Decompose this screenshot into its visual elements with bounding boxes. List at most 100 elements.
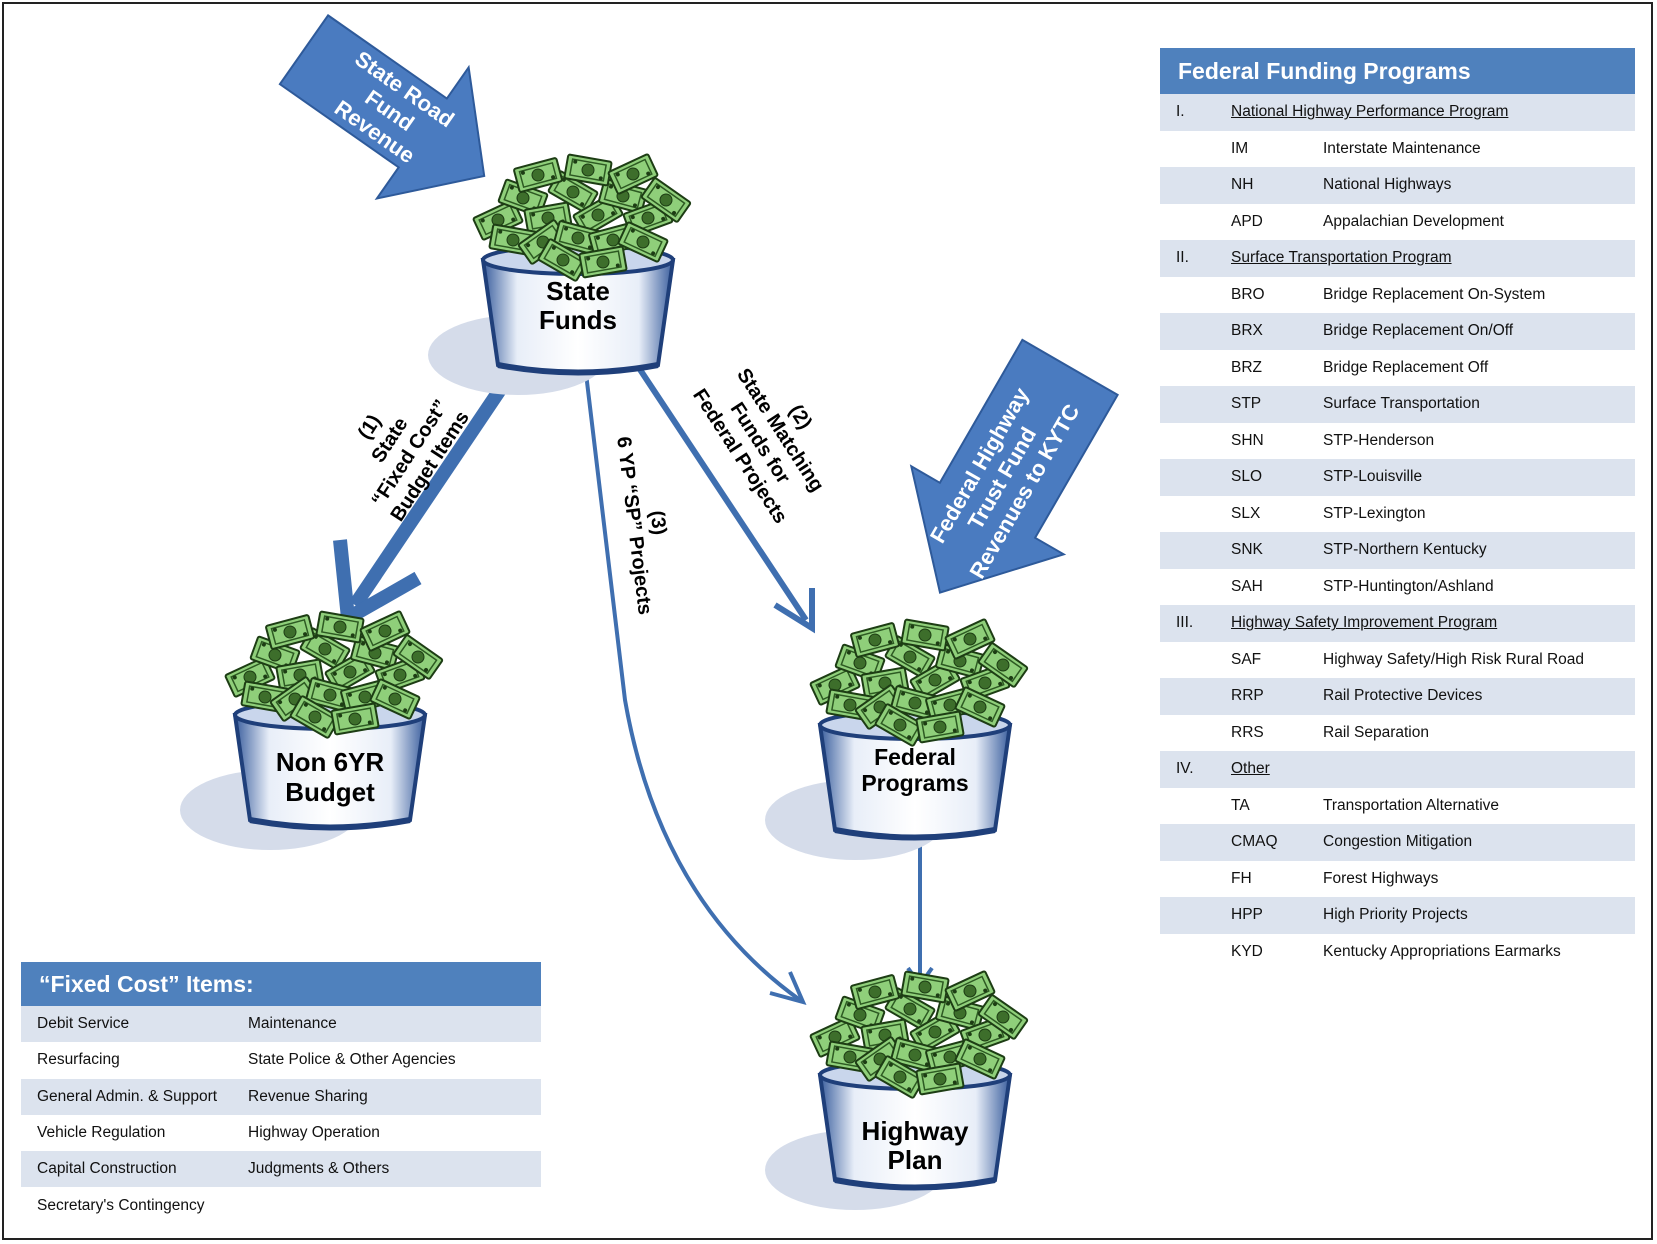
program-name: Transportation Alternative [1323, 796, 1500, 814]
non6yr-label-2: Budget [285, 777, 375, 807]
program-name: High Priority Projects [1323, 906, 1468, 924]
state-funds-label-1: State [546, 276, 610, 306]
program-code: TA [1231, 796, 1250, 814]
bucket-state-funds: State Funds [428, 154, 691, 395]
program-code: NH [1231, 176, 1254, 194]
state-funds-label-2: Funds [539, 305, 617, 335]
section-title: National Highway Performance Program [1231, 103, 1509, 121]
fixed-cost-row: Secretary's Contingency [21, 1187, 541, 1224]
program-name: STP-Lexington [1323, 504, 1426, 522]
federal-program-row: FH Forest Highways [1160, 860, 1635, 897]
federal-trust-arrow: Federal Highway Trust Fund Revenues to K… [909, 338, 1119, 594]
fixed-cost-item: Judgments & Others [248, 1160, 390, 1178]
program-code: SAF [1231, 650, 1262, 668]
section-title: Highway Safety Improvement Program [1231, 614, 1498, 632]
row-number: I. [1176, 103, 1185, 121]
federal-section-row: I. National Highway Performance Program [1160, 94, 1635, 131]
fixed-cost-row: General Admin. & Support Revenue Sharing [21, 1078, 541, 1115]
federal-program-row: KYD Kentucky Appropriations Earmarks [1160, 933, 1635, 970]
program-name: Forest Highways [1323, 869, 1439, 887]
program-name: Appalachian Development [1323, 212, 1504, 230]
federal-section-row: IV.Other [1160, 751, 1635, 788]
program-name: STP-Louisville [1323, 468, 1423, 486]
program-name: STP-Huntington/Ashland [1323, 577, 1494, 595]
program-name: Congestion Mitigation [1323, 833, 1473, 851]
program-name: Rail Protective Devices [1323, 687, 1483, 705]
row-number: II. [1176, 249, 1189, 267]
program-name: National Highways [1323, 176, 1452, 194]
non6yr-label-1: Non 6YR [276, 747, 385, 777]
fixed-table-title: “Fixed Cost” Items: [21, 962, 541, 1006]
federal-program-row: SAH STP-Huntington/Ashland [1160, 568, 1635, 605]
program-name: Bridge Replacement On/Off [1323, 322, 1514, 340]
federal-program-row: SLX STP-Lexington [1160, 495, 1635, 532]
federal-funding-table: Federal Funding Programs I. National High… [1160, 48, 1635, 970]
federal-program-row: SAF Highway Safety/High Risk Rural Road [1160, 641, 1635, 678]
program-code: FH [1231, 869, 1252, 887]
program-code: BRO [1231, 285, 1265, 303]
flow-label-3: (3) 6 YP “SP” Projects [612, 435, 670, 616]
fixed-cost-item: Debit Service [37, 1015, 130, 1033]
program-code: SNK [1231, 541, 1263, 559]
row-number: III. [1176, 614, 1194, 632]
program-name: Interstate Maintenance [1323, 139, 1481, 157]
highway-label-1: Highway [862, 1116, 969, 1146]
state-road-revenue-arrow: State Road Fund Revenue [278, 13, 486, 200]
bucket-federal-programs: Federal Programs [765, 619, 1028, 860]
federal-program-row: SHN STP-Henderson [1160, 422, 1635, 459]
program-code: SAH [1231, 577, 1263, 595]
program-code: SLO [1231, 468, 1263, 486]
fixed-cost-item: Revenue Sharing [248, 1087, 368, 1105]
program-name: STP-Henderson [1323, 431, 1435, 449]
fixed-cost-item: Highway Operation [248, 1124, 380, 1142]
program-code: STP [1231, 395, 1262, 413]
flow-label-1: (1) State “Fixed Cost” Budget Items [354, 396, 474, 525]
fixed-cost-row: Resurfacing State Police & Other Agencies [21, 1042, 541, 1079]
highway-label-2: Plan [888, 1145, 943, 1175]
federal-label-1: Federal [874, 744, 956, 770]
program-code: BRX [1231, 322, 1263, 340]
flow-arrow-2 [632, 360, 815, 634]
federal-label-2: Programs [861, 770, 968, 796]
program-code: SHN [1231, 431, 1264, 449]
federal-table-title: Federal Funding Programs [1160, 48, 1635, 94]
program-name: Kentucky Appropriations Earmarks [1323, 942, 1561, 960]
federal-program-row: NH National Highways [1160, 167, 1635, 204]
federal-section-row: III. Highway Safety Improvement Program [1160, 605, 1635, 642]
fixed-cost-row: Vehicle Regulation Highway Operation [21, 1114, 541, 1152]
program-code: KYD [1231, 942, 1263, 960]
federal-program-row: IM Interstate Maintenance [1160, 130, 1635, 167]
fixed-cost-item: General Admin. & Support [37, 1087, 218, 1105]
program-code: IM [1231, 139, 1249, 157]
program-code: SLX [1231, 504, 1261, 522]
fixed-cost-item: Resurfacing [37, 1051, 120, 1069]
fixed-cost-row: Capital Construction Judgments & Others [21, 1151, 541, 1188]
fixed-cost-item: Vehicle Regulation [37, 1124, 166, 1142]
program-name: Rail Separation [1323, 723, 1429, 741]
flow-label-2: (2) State Matching Funds for Federal Pro… [688, 365, 828, 528]
program-code: CMAQ [1231, 833, 1278, 851]
federal-program-row: TA Transportation Alternative [1160, 787, 1635, 824]
bucket-highway-plan: Highway Plan [765, 971, 1028, 1210]
fixed-cost-item: Secretary's Contingency [37, 1196, 205, 1214]
program-code: RRS [1231, 723, 1264, 741]
section-title: Surface Transportation Program [1231, 249, 1452, 267]
federal-section-row: II. Surface Transportation Program [1160, 240, 1635, 277]
fixed-cost-item: Capital Construction [37, 1160, 177, 1178]
program-name: Bridge Replacement On-System [1323, 285, 1546, 303]
federal-program-row: RRS Rail Separation [1160, 714, 1635, 751]
program-name: Highway Safety/High Risk Rural Road [1323, 650, 1585, 668]
federal-program-row: SLO STP-Louisville [1160, 459, 1635, 496]
fixed-cost-item: State Police & Other Agencies [248, 1051, 456, 1069]
bucket-non-6yr-budget: Non 6YR Budget [180, 611, 443, 850]
